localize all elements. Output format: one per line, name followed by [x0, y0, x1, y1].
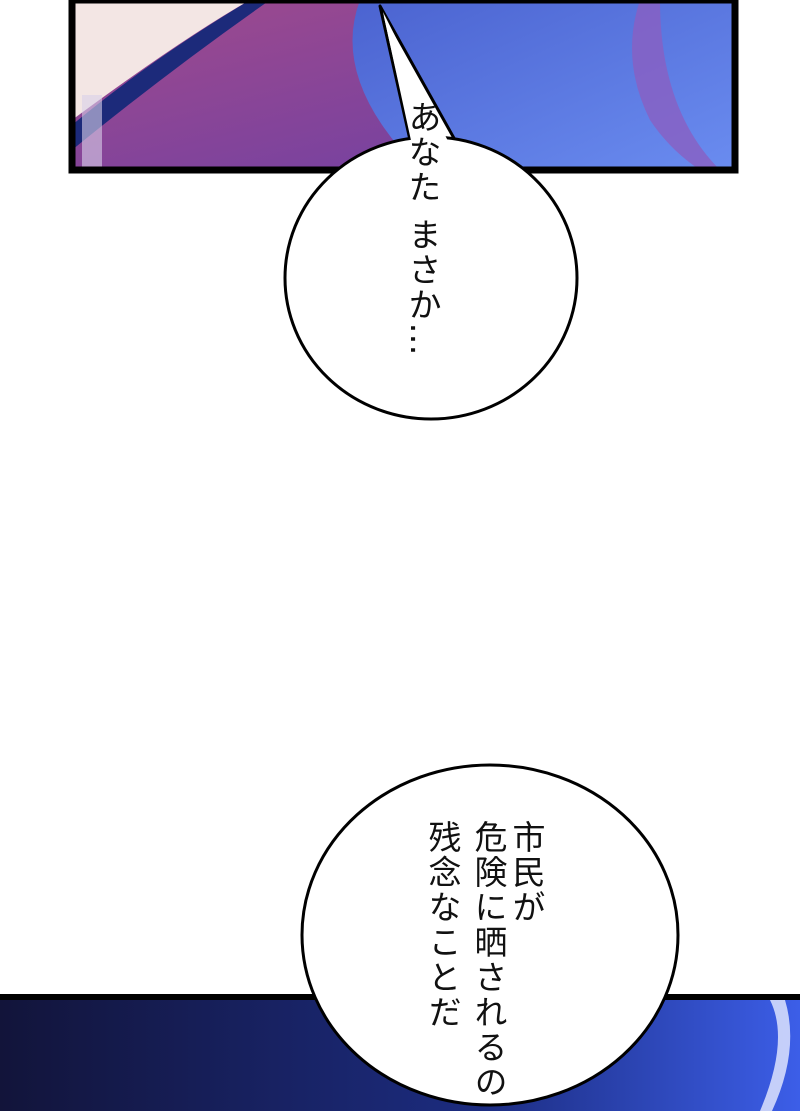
speech-bubble-2 — [300, 763, 680, 1107]
bubble-2-line-2: 危険に晒されるの — [469, 820, 508, 1100]
speech-bubble-1 — [283, 4, 579, 421]
bubble-2-line-3: 残念なことだ — [423, 820, 462, 1030]
bubble-1-text: あなた まさか… — [403, 100, 442, 358]
bubble-2-line-1: 市民が — [507, 820, 546, 925]
